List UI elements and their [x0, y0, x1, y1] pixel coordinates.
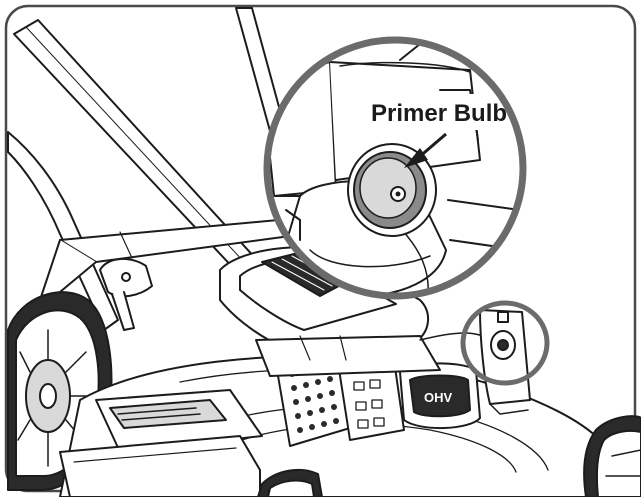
- callout-label-background: [362, 94, 516, 130]
- primer-bulb-highlight-ring: [460, 300, 550, 386]
- callout-arrow: [404, 132, 447, 168]
- primer-bulb: [347, 143, 437, 237]
- engine: [219, 246, 497, 447]
- zoom-inset: Primer Bulb: [263, 36, 527, 300]
- zoom-inset-ring: [263, 36, 527, 300]
- ohv-badge-label: OHV: [424, 390, 453, 405]
- right-front-wheel: [583, 415, 641, 497]
- ohv-badge-cap: [399, 362, 481, 429]
- primer-bulb-callout-label: Primer Bulb: [371, 100, 507, 127]
- front-left-wheel: [257, 468, 323, 497]
- rear-panel: [39, 217, 321, 303]
- primer-bulb-location: [479, 309, 531, 415]
